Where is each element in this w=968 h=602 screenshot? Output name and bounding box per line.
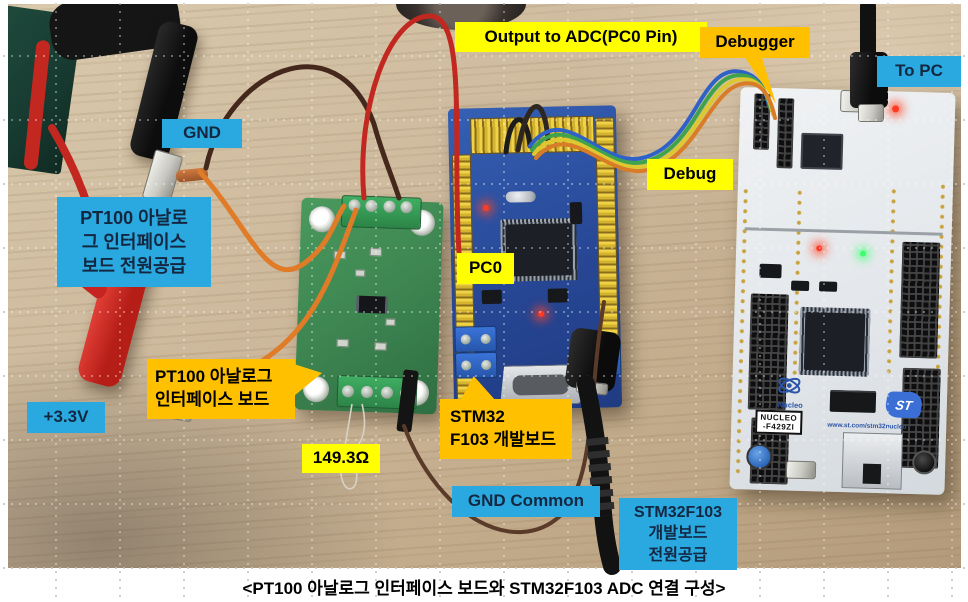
nucleo-f429zi-board: Nucleo NUCLEO -F429ZI ST www.st.com/stm3…: [729, 87, 956, 495]
micro-usb-plug: [858, 104, 884, 122]
label-resistor-value: 149.3Ω: [302, 444, 380, 473]
usb-cable-to-pc: [860, 4, 876, 62]
figure-caption: <PT100 아날로그 인터페이스 보드와 STM32F103 ADC 연결 구…: [242, 578, 726, 598]
label-debugger: Debugger: [700, 27, 810, 58]
label-stm32-board: STM32 F103 개발보드: [440, 399, 572, 459]
label-pc0: PC0: [457, 253, 514, 284]
label-3v3: +3.3V: [27, 402, 105, 433]
usb-otg-port: [785, 460, 817, 480]
debug-jumper-header: [752, 93, 771, 150]
standoff: [308, 205, 336, 233]
stlink-chip: [800, 132, 844, 170]
screw-terminal: [454, 325, 497, 353]
debug-jumper-header: [776, 98, 795, 169]
top-pin-header: [470, 115, 595, 155]
pt100-interface-board: [294, 194, 444, 415]
user-led: [859, 250, 867, 257]
right-pin-header: [595, 117, 619, 342]
power-led: [482, 204, 490, 212]
label-output-to-adc: Output to ADC(PC0 Pin): [455, 22, 707, 52]
label-pt100-power: PT100 아날로 그 인터페이스 보드 전원공급: [57, 197, 211, 287]
stm32f429-mcu-chip: [798, 306, 871, 377]
label-pt100-board: PT100 아날로그 인터페이스 보드: [147, 359, 295, 419]
com-led: [892, 105, 900, 113]
screw-terminal: [454, 351, 498, 379]
power-led: [816, 245, 823, 252]
label-gnd: GND: [162, 119, 242, 148]
nucleo-model-label: NUCLEO -F429ZI: [754, 409, 803, 436]
status-led: [538, 310, 545, 317]
morpho-header-right: [899, 241, 941, 359]
st-logo-icon: ST: [883, 391, 925, 419]
label-debug: Debug: [647, 159, 733, 190]
board-split-line: [744, 227, 943, 236]
nucleo-logo-icon: [776, 372, 803, 399]
label-stm32-power: STM32F103 개발보드 전원공급: [619, 498, 737, 570]
crystal-oscillator: [505, 190, 536, 203]
nucleo-logo-text: Nucleo: [777, 400, 803, 410]
label-gnd-common: GND Common: [452, 486, 600, 517]
black-clip-crimp: [175, 167, 209, 183]
ethernet-rj45-port: [841, 432, 904, 490]
dip-ic: [829, 389, 877, 413]
label-to-pc: To PC: [877, 56, 961, 87]
opamp-ic: [355, 295, 389, 314]
st-url-text: www.st.com/stm32nucleo: [827, 421, 907, 431]
